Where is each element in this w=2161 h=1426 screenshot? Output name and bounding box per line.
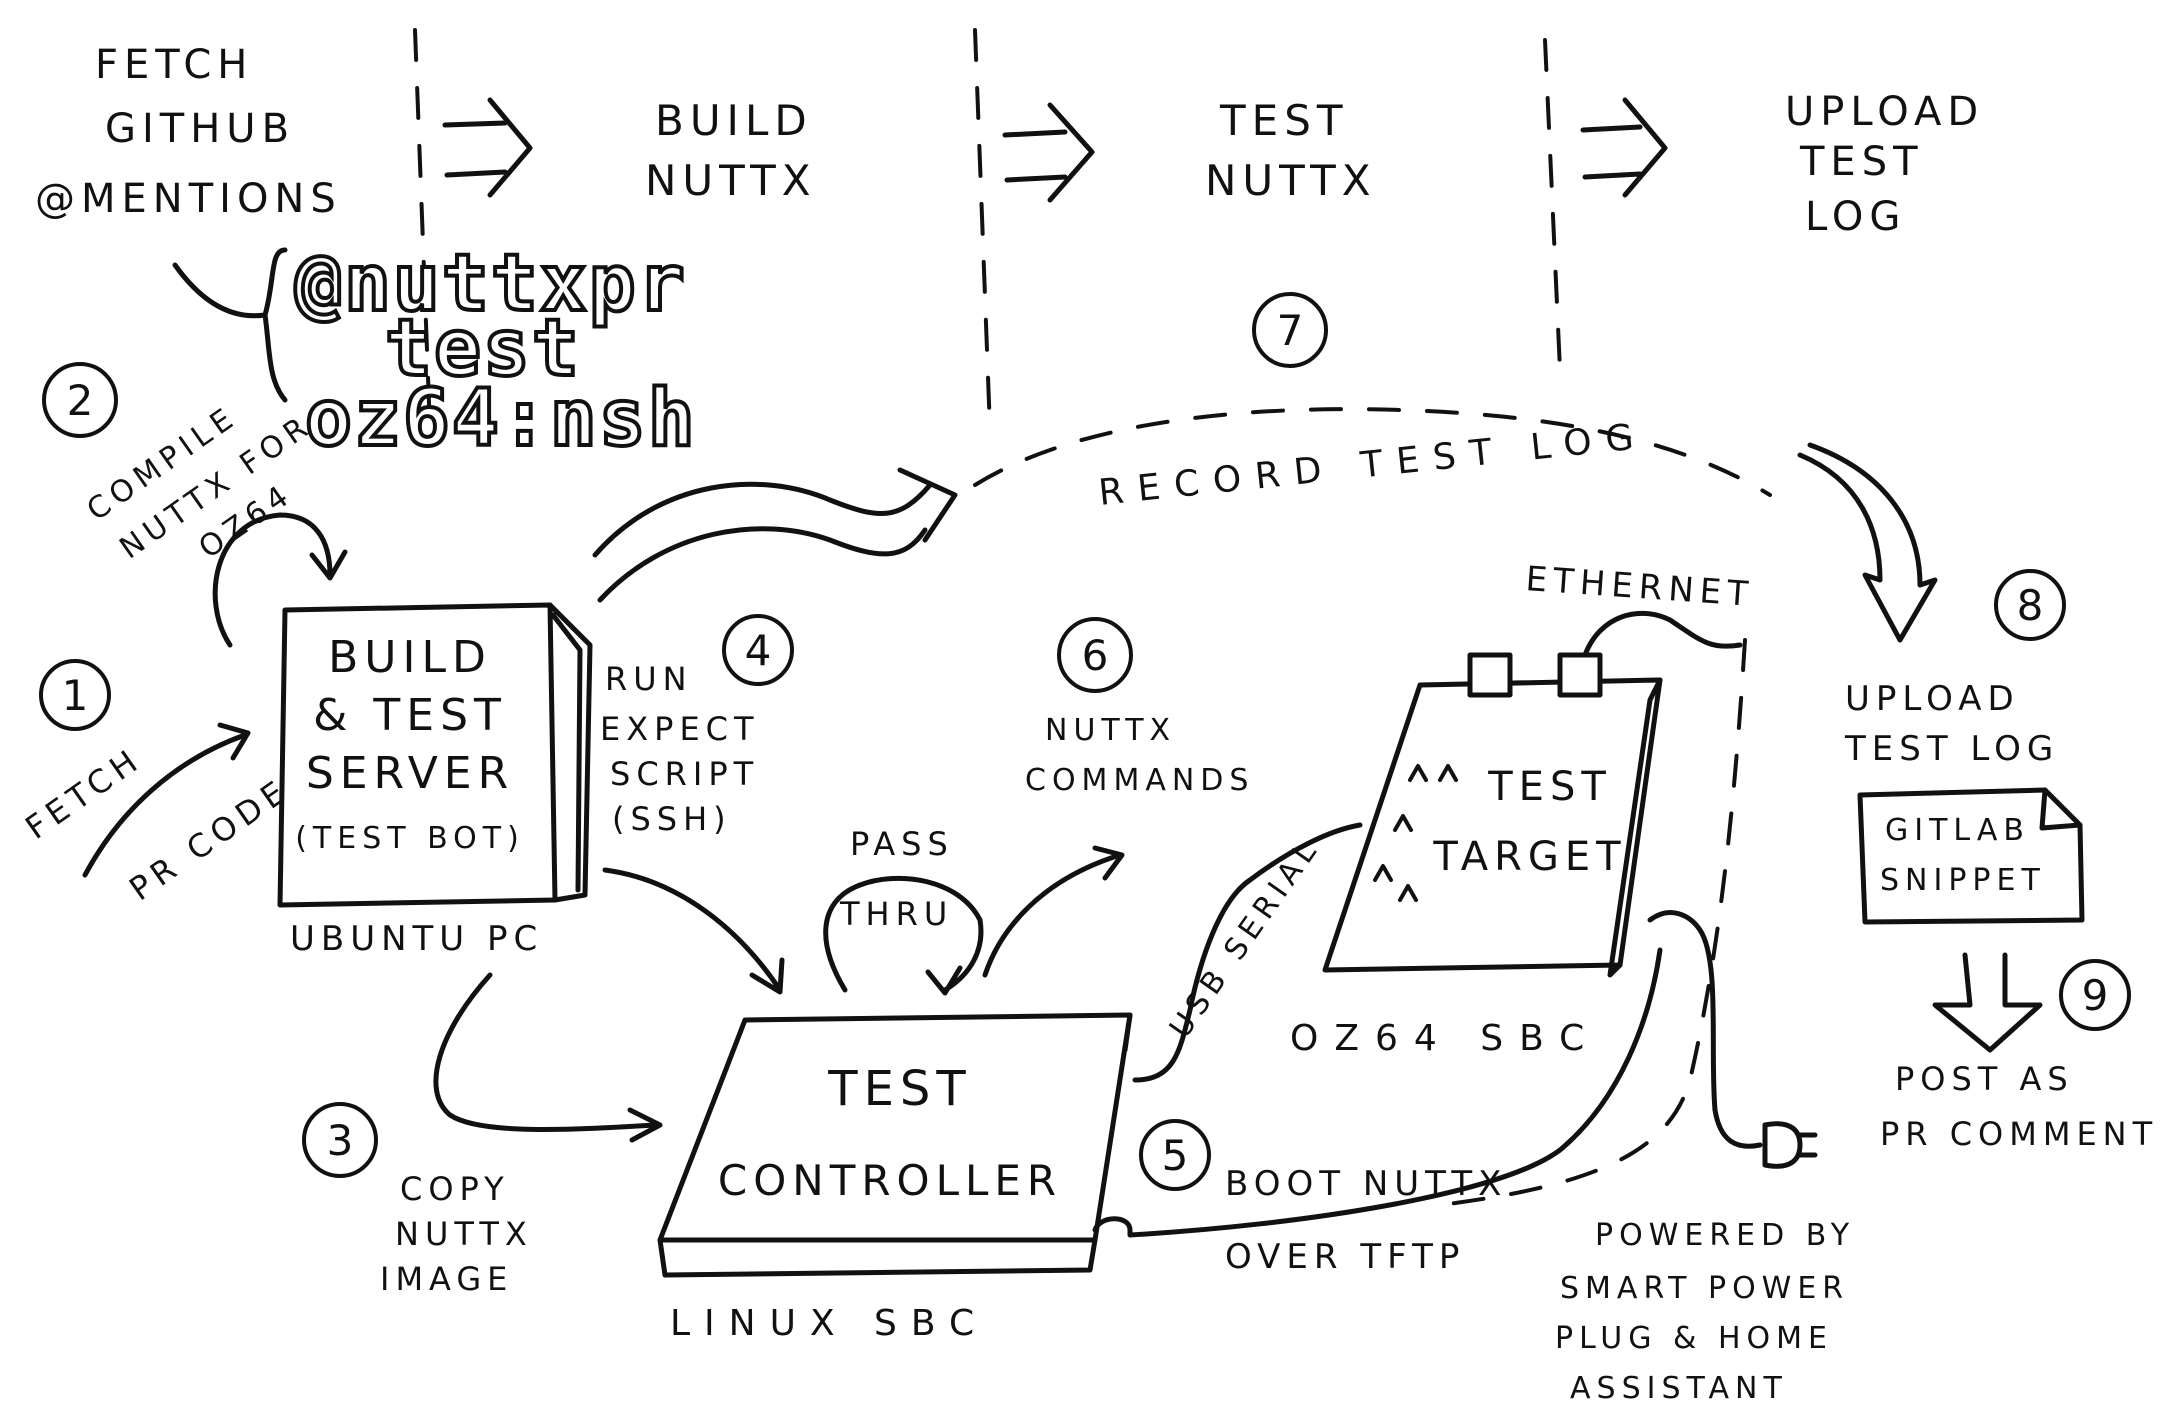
- compile-arrow: [212, 512, 348, 648]
- upload-log-line-2: TEST LOG: [1844, 729, 2059, 769]
- pass-thru-loop: [823, 875, 984, 996]
- stage-build-line-2: NUTTX: [645, 156, 817, 205]
- test-boundary: [1438, 638, 1747, 1207]
- build-test-server: BUILD & TEST SERVER (TEST BOT): [277, 602, 593, 908]
- mention-line-3: oz64:nsh: [305, 374, 697, 464]
- step-8-number: 8: [2017, 581, 2044, 630]
- step-6-badge: 6: [1057, 617, 1133, 693]
- powered-line-1: POWERED BY: [1595, 1218, 1855, 1253]
- step-3-number: 3: [327, 1116, 354, 1165]
- step-6-number: 6: [1082, 631, 1109, 680]
- ethernet-label: ETHERNET: [1524, 559, 1755, 615]
- server-line-3: SERVER: [306, 748, 514, 799]
- copy-arrow: [433, 972, 663, 1143]
- copy-line-1: COPY: [400, 1170, 510, 1208]
- powered-line-4: ASSISTANT: [1570, 1371, 1788, 1406]
- post-line-2: PR COMMENT: [1880, 1115, 2158, 1153]
- commands-line-1: NUTTX: [1045, 713, 1176, 748]
- stage-divider-3: [1543, 38, 1562, 372]
- power-plug-icon: [1762, 1121, 1818, 1169]
- stage-build-line-1: BUILD: [655, 96, 813, 145]
- test-controller: TEST CONTROLLER: [657, 1012, 1133, 1278]
- step-4-number: 4: [745, 626, 772, 675]
- tftp-cable: [1092, 947, 1663, 1238]
- commands-line-2: COMMANDS: [1025, 763, 1254, 798]
- controller-line-1: TEST: [827, 1061, 971, 1117]
- usb-serial-label: USB SERIAL: [1163, 831, 1327, 1044]
- stage-arrow-1: [442, 97, 533, 198]
- step-8-badge: 8: [1994, 569, 2066, 641]
- mention-line-1: @nuttxpr: [295, 239, 687, 329]
- powered-line-2: SMART POWER: [1560, 1271, 1849, 1306]
- fetch-pr-label: FETCH PR CODE: [18, 740, 296, 909]
- oz64-sbc-label: OZ64 SBC: [1290, 1018, 1600, 1059]
- linux-sbc-label: LINUX SBC: [670, 1303, 988, 1344]
- post-line-1: POST AS: [1895, 1060, 2074, 1098]
- stage-arrow-3: [1580, 97, 1668, 198]
- powered-line-3: PLUG & HOME: [1555, 1321, 1833, 1356]
- upload-log-line-1: UPLOAD: [1845, 679, 2020, 719]
- target-line-2: TARGET: [1432, 834, 1626, 880]
- target-line-1: TEST: [1487, 764, 1612, 810]
- step-9-number: 9: [2082, 971, 2109, 1020]
- server-line-2: & TEST: [313, 690, 507, 741]
- usb-serial-cable: [1132, 822, 1363, 1083]
- mention-bracket: [172, 247, 288, 403]
- server-line-1: BUILD: [328, 632, 492, 683]
- record-arrow: [592, 467, 958, 603]
- boot-line-1: BOOT NUTTX: [1225, 1164, 1507, 1204]
- stage-fetch-line-3: @MENTIONS: [35, 176, 342, 222]
- record-log-label: RECORD TEST LOG: [1097, 416, 1650, 514]
- record-log-arc: [973, 407, 1772, 497]
- step-5-badge: 5: [1139, 1119, 1211, 1191]
- stage-fetch-line-1: FETCH: [95, 42, 253, 88]
- stage-divider-2: [973, 28, 992, 432]
- pass-label: PASS: [850, 825, 954, 863]
- step-2-badge: 2: [42, 362, 118, 438]
- step-9-badge: 9: [2059, 959, 2131, 1031]
- step-3-badge: 3: [302, 1102, 378, 1178]
- step-5-number: 5: [1162, 1131, 1189, 1180]
- stage-upload-line-1: UPLOAD: [1785, 89, 1984, 135]
- ubuntu-pc-label: UBUNTU PC: [290, 919, 543, 959]
- ethernet-cable: [1582, 610, 1743, 658]
- run-expect-line-3: SCRIPT: [610, 755, 759, 793]
- post-arrow: [1932, 952, 2043, 1053]
- step-7-number: 7: [1277, 306, 1304, 355]
- stage-upload-line-2: TEST: [1799, 139, 1924, 185]
- fetch-pr-arrow: [82, 722, 251, 878]
- stage-test-line-1: TEST: [1219, 96, 1349, 145]
- power-cable: [1647, 910, 1763, 1149]
- run-expect-line-4: (SSH): [612, 800, 732, 838]
- gitlab-line-2: SNIPPET: [1880, 863, 2046, 898]
- test-target-board: TEST TARGET: [1322, 652, 1663, 978]
- step-1-number: 1: [62, 671, 89, 720]
- upload-arrow: [1797, 442, 1938, 643]
- gitlab-snippet-doc: GITLAB SNIPPET: [1857, 787, 2085, 925]
- thru-label: THRU: [839, 895, 953, 933]
- copy-line-2: NUTTX: [395, 1215, 533, 1253]
- server-line-4: (TEST BOT): [295, 821, 525, 856]
- fetch-pr-line-1: FETCH: [18, 740, 148, 847]
- run-expect-line-2: EXPECT: [600, 710, 760, 748]
- ssh-arrow: [602, 867, 785, 995]
- stage-divider-1: [413, 28, 432, 432]
- boot-line-2: OVER TFTP: [1225, 1237, 1465, 1277]
- step-2-number: 2: [67, 376, 94, 425]
- stage-upload-line-3: LOG: [1805, 194, 1906, 240]
- mention-line-2: test: [385, 304, 581, 394]
- step-4-badge: 4: [722, 614, 794, 686]
- step-1-badge: 1: [39, 659, 111, 731]
- controller-line-2: CONTROLLER: [718, 1156, 1062, 1205]
- copy-line-3: IMAGE: [380, 1260, 513, 1298]
- gitlab-line-1: GITLAB: [1885, 813, 2030, 848]
- stage-arrow-2: [1002, 102, 1095, 203]
- step-7-badge: 7: [1252, 292, 1328, 368]
- run-expect-line-1: RUN: [605, 660, 693, 698]
- stage-fetch-line-2: GITHUB: [105, 106, 295, 152]
- stage-test-line-2: NUTTX: [1205, 156, 1377, 205]
- commands-arrow: [982, 845, 1125, 978]
